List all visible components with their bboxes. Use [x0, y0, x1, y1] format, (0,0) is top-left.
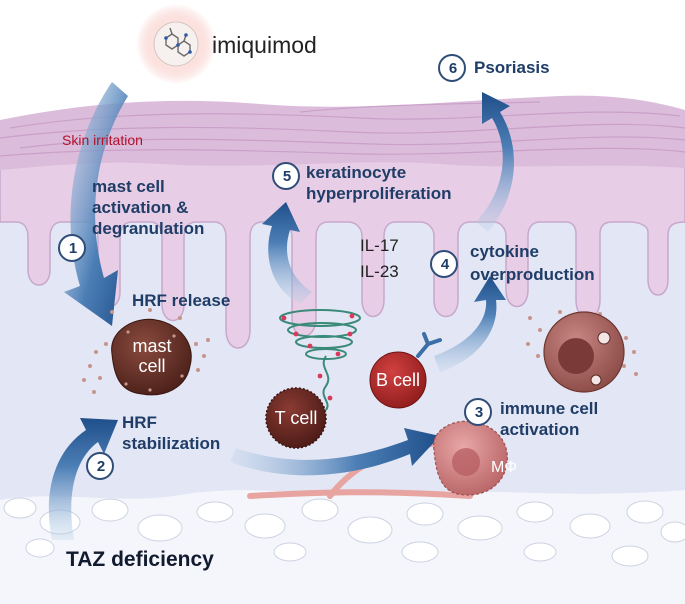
epidermis-layer: [0, 159, 685, 349]
psoriasis-label: Psoriasis: [474, 58, 550, 77]
step-3-number: 3: [474, 404, 484, 421]
antibody-icon: [416, 332, 442, 358]
arrow-1: [64, 82, 128, 326]
step-1-number: 1: [68, 240, 78, 257]
step-5-number: 5: [282, 168, 292, 185]
step-2-number: 2: [96, 458, 106, 475]
imiquimod-label: imiquimod: [212, 32, 317, 58]
b-cell: [369, 332, 442, 409]
macrophage-label: MΦ: [490, 459, 518, 476]
imiquimod-molecule-icon: [136, 4, 216, 84]
arrow-2: [48, 418, 118, 540]
il17-label: IL-17: [360, 236, 399, 255]
flow-arrows: [48, 82, 514, 540]
stratum-fibers: [0, 101, 685, 157]
b-cell-label: B cell: [375, 370, 420, 390]
step-4-number: 4: [440, 256, 450, 273]
il23-label: IL-23: [360, 262, 399, 281]
arrow-4: [434, 276, 506, 372]
mast-cell-activation-label: mast cell activation & degranulation: [92, 177, 205, 238]
step-1-circle: [58, 234, 86, 262]
step-2-circle: [86, 452, 114, 480]
cytokine-label: cytokine overproduction: [470, 242, 595, 284]
macrophage: [433, 420, 508, 496]
mast-cell-label: mast cell: [132, 336, 172, 376]
taz-deficiency-label: TAZ deficiency: [66, 548, 214, 571]
mast-cell-right: [543, 311, 625, 393]
step-3-circle: [464, 398, 492, 426]
step-4-circle: [430, 250, 458, 278]
immune-activation-label: immune cell activation: [500, 399, 599, 439]
hrf-release-label: HRF release: [132, 291, 231, 310]
arrow-6: [476, 92, 514, 232]
mast-cell: [111, 318, 192, 396]
step-5-circle: [272, 162, 300, 190]
skin-irritation-label: Skin irritation: [62, 132, 143, 148]
hrf-stabilization-label: HRF stabilization: [122, 413, 221, 453]
step-6-circle: [438, 54, 466, 82]
cytokine-helix: [279, 309, 361, 411]
subcutaneous-layer: [0, 490, 685, 604]
t-cell-label: T cell: [274, 408, 318, 428]
arrow-3: [230, 428, 440, 476]
t-cell: [265, 387, 327, 449]
keratinocyte-label: keratinocyte hyperproliferation: [306, 163, 452, 203]
arrow-5: [262, 202, 312, 304]
granules-left: [82, 308, 210, 394]
step-6-number: 6: [448, 60, 458, 77]
